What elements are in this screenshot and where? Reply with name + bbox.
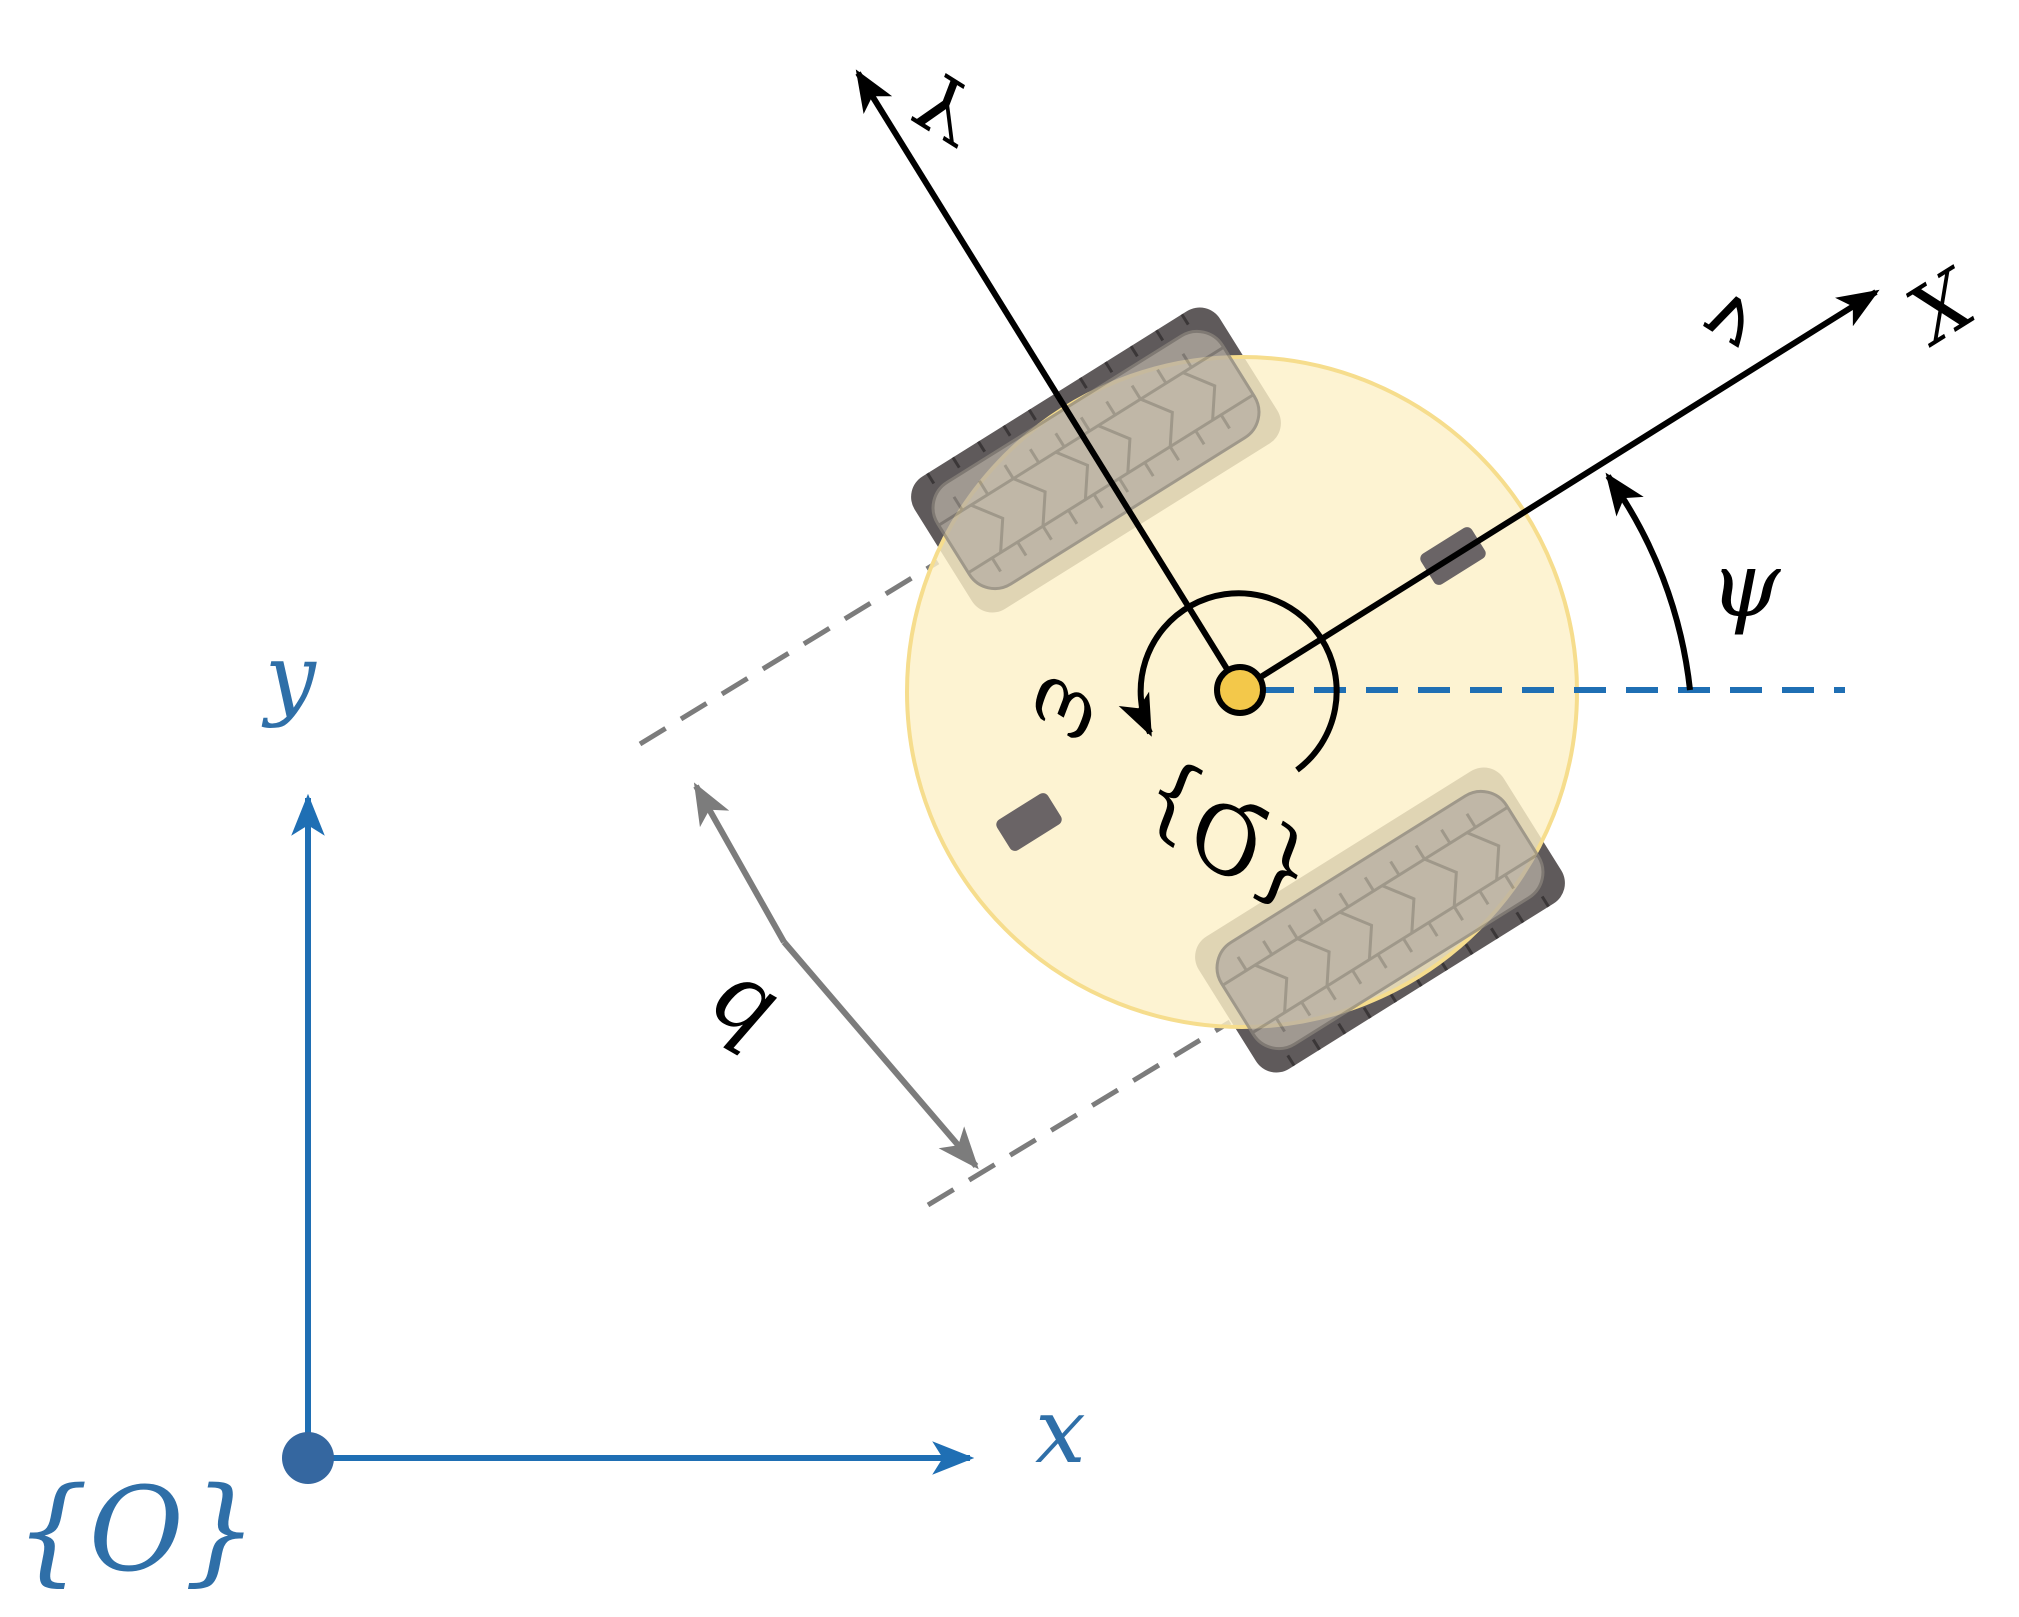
world-origin-label: {O} [15, 1463, 258, 1598]
velocity-label: v [1683, 271, 1773, 376]
body-origin-dot [1214, 664, 1266, 716]
world-y-label: y [261, 625, 317, 730]
body-X-axis [1238, 289, 1880, 693]
world-frame: x y {O} [15, 625, 1086, 1598]
angular-velocity-arc [1118, 590, 1340, 773]
heading-angle-arc [1605, 472, 1693, 691]
world-origin-dot [282, 1432, 334, 1484]
wheel-base-label: b [687, 951, 792, 1073]
right-wheel-tread [1215, 789, 1545, 1051]
caster-pad-icon [996, 793, 1062, 851]
body-Y-label: Y [898, 52, 998, 163]
body-Y-axis [855, 69, 1243, 692]
wheel-base-extension-lower [926, 1019, 1232, 1208]
heading-angle-label: ψ [1710, 533, 1782, 638]
body-X-label: X [1888, 248, 1993, 362]
tire-treads [926, 313, 1190, 485]
world-x-label: x [1035, 1379, 1086, 1484]
wheel-base-arrow-lower [781, 940, 979, 1170]
wheel-base-arrow [693, 782, 787, 944]
wheel-base-extension-upper [638, 559, 940, 747]
